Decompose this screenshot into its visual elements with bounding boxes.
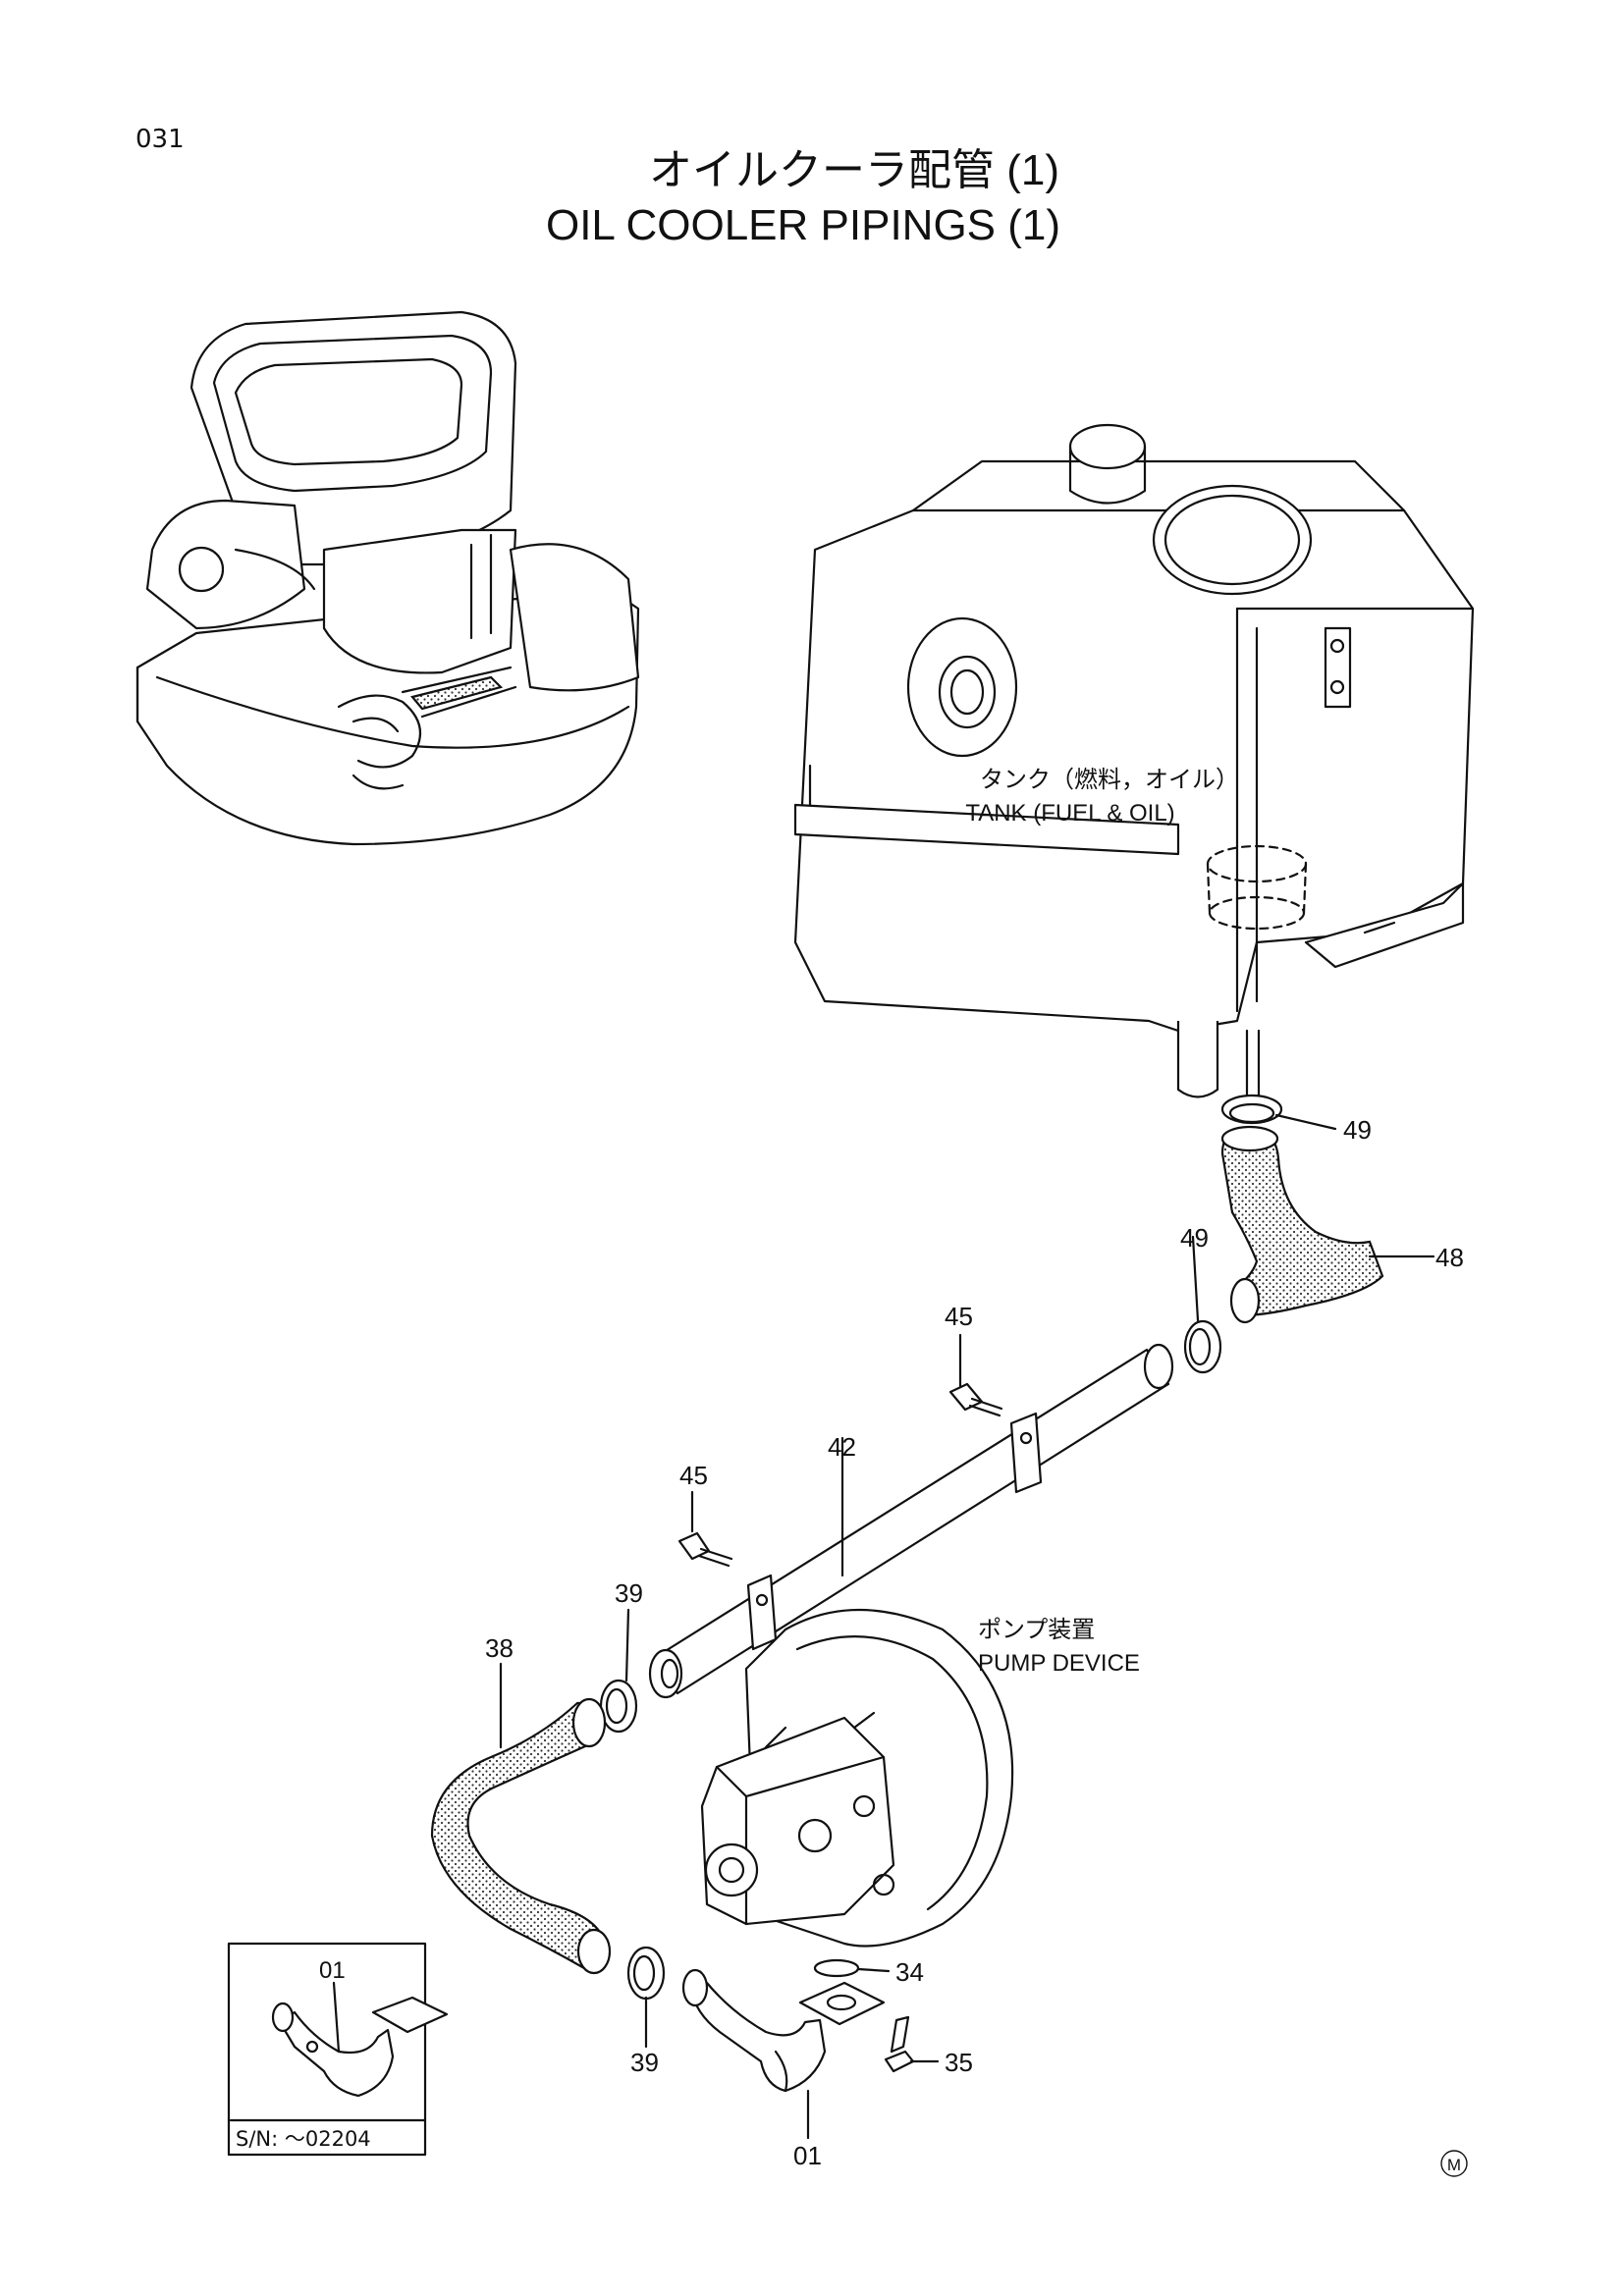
title-english: OIL COOLER PIPINGS (1)	[546, 201, 1060, 249]
mark-letter: M	[1447, 2156, 1461, 2174]
hose-clamp-39-upper	[599, 1608, 638, 1734]
title-japanese: オイルクーラ配管 (1)	[649, 146, 1059, 194]
fuel-oil-tank: タンク（燃料，オイル） TANK (FUEL & OIL)	[793, 423, 1475, 1121]
serial-inset: 01 S/N: ～02204	[227, 1942, 449, 2157]
callout-45-upper: 45	[945, 1302, 973, 1331]
page-code: 031	[135, 125, 185, 154]
hose-38	[430, 1662, 612, 1975]
tank-label-japanese: タンク（燃料，オイル）	[980, 767, 1239, 793]
callout-01: 01	[793, 2141, 822, 2170]
callout-49-top: 49	[1343, 1115, 1372, 1145]
callout-39-upper: 39	[615, 1578, 643, 1608]
elbow-fitting-01	[681, 1968, 886, 2140]
hose-clamp-49-middle	[1183, 1235, 1222, 1374]
tank-label-english: TANK (FUEL & OIL)	[965, 800, 1174, 827]
hose-48	[1220, 1125, 1435, 1324]
o-ring-34	[813, 1958, 891, 1978]
bolt-45-lower	[677, 1490, 733, 1568]
serial-number-label: S/N: ～02204	[236, 2127, 371, 2151]
excavator-overview	[135, 310, 640, 846]
callout-49-middle: 49	[1180, 1223, 1209, 1253]
pipe-42	[648, 1343, 1174, 1699]
callout-48: 48	[1435, 1243, 1464, 1272]
inset-part-callout: 01	[319, 1957, 346, 1984]
callout-39-lower: 39	[630, 2048, 659, 2077]
callout-34: 34	[895, 1957, 924, 1987]
hose-clamp-39-lower	[626, 1946, 666, 2049]
callout-45-lower: 45	[679, 1461, 708, 1490]
callout-35: 35	[945, 2048, 973, 2077]
pump-device: ポンプ装置 PUMP DEVICE	[700, 1608, 1140, 1948]
callout-38: 38	[485, 1633, 514, 1663]
bolt-35	[884, 2015, 940, 2073]
callout-42: 42	[828, 1432, 856, 1462]
pump-label-japanese: ポンプ装置	[978, 1617, 1095, 1643]
pump-label-english: PUMP DEVICE	[978, 1650, 1140, 1677]
manufacturer-mark: M	[1440, 2150, 1468, 2177]
bolt-45-upper	[948, 1333, 1003, 1417]
hose-clamp-49-top	[1220, 1094, 1337, 1131]
